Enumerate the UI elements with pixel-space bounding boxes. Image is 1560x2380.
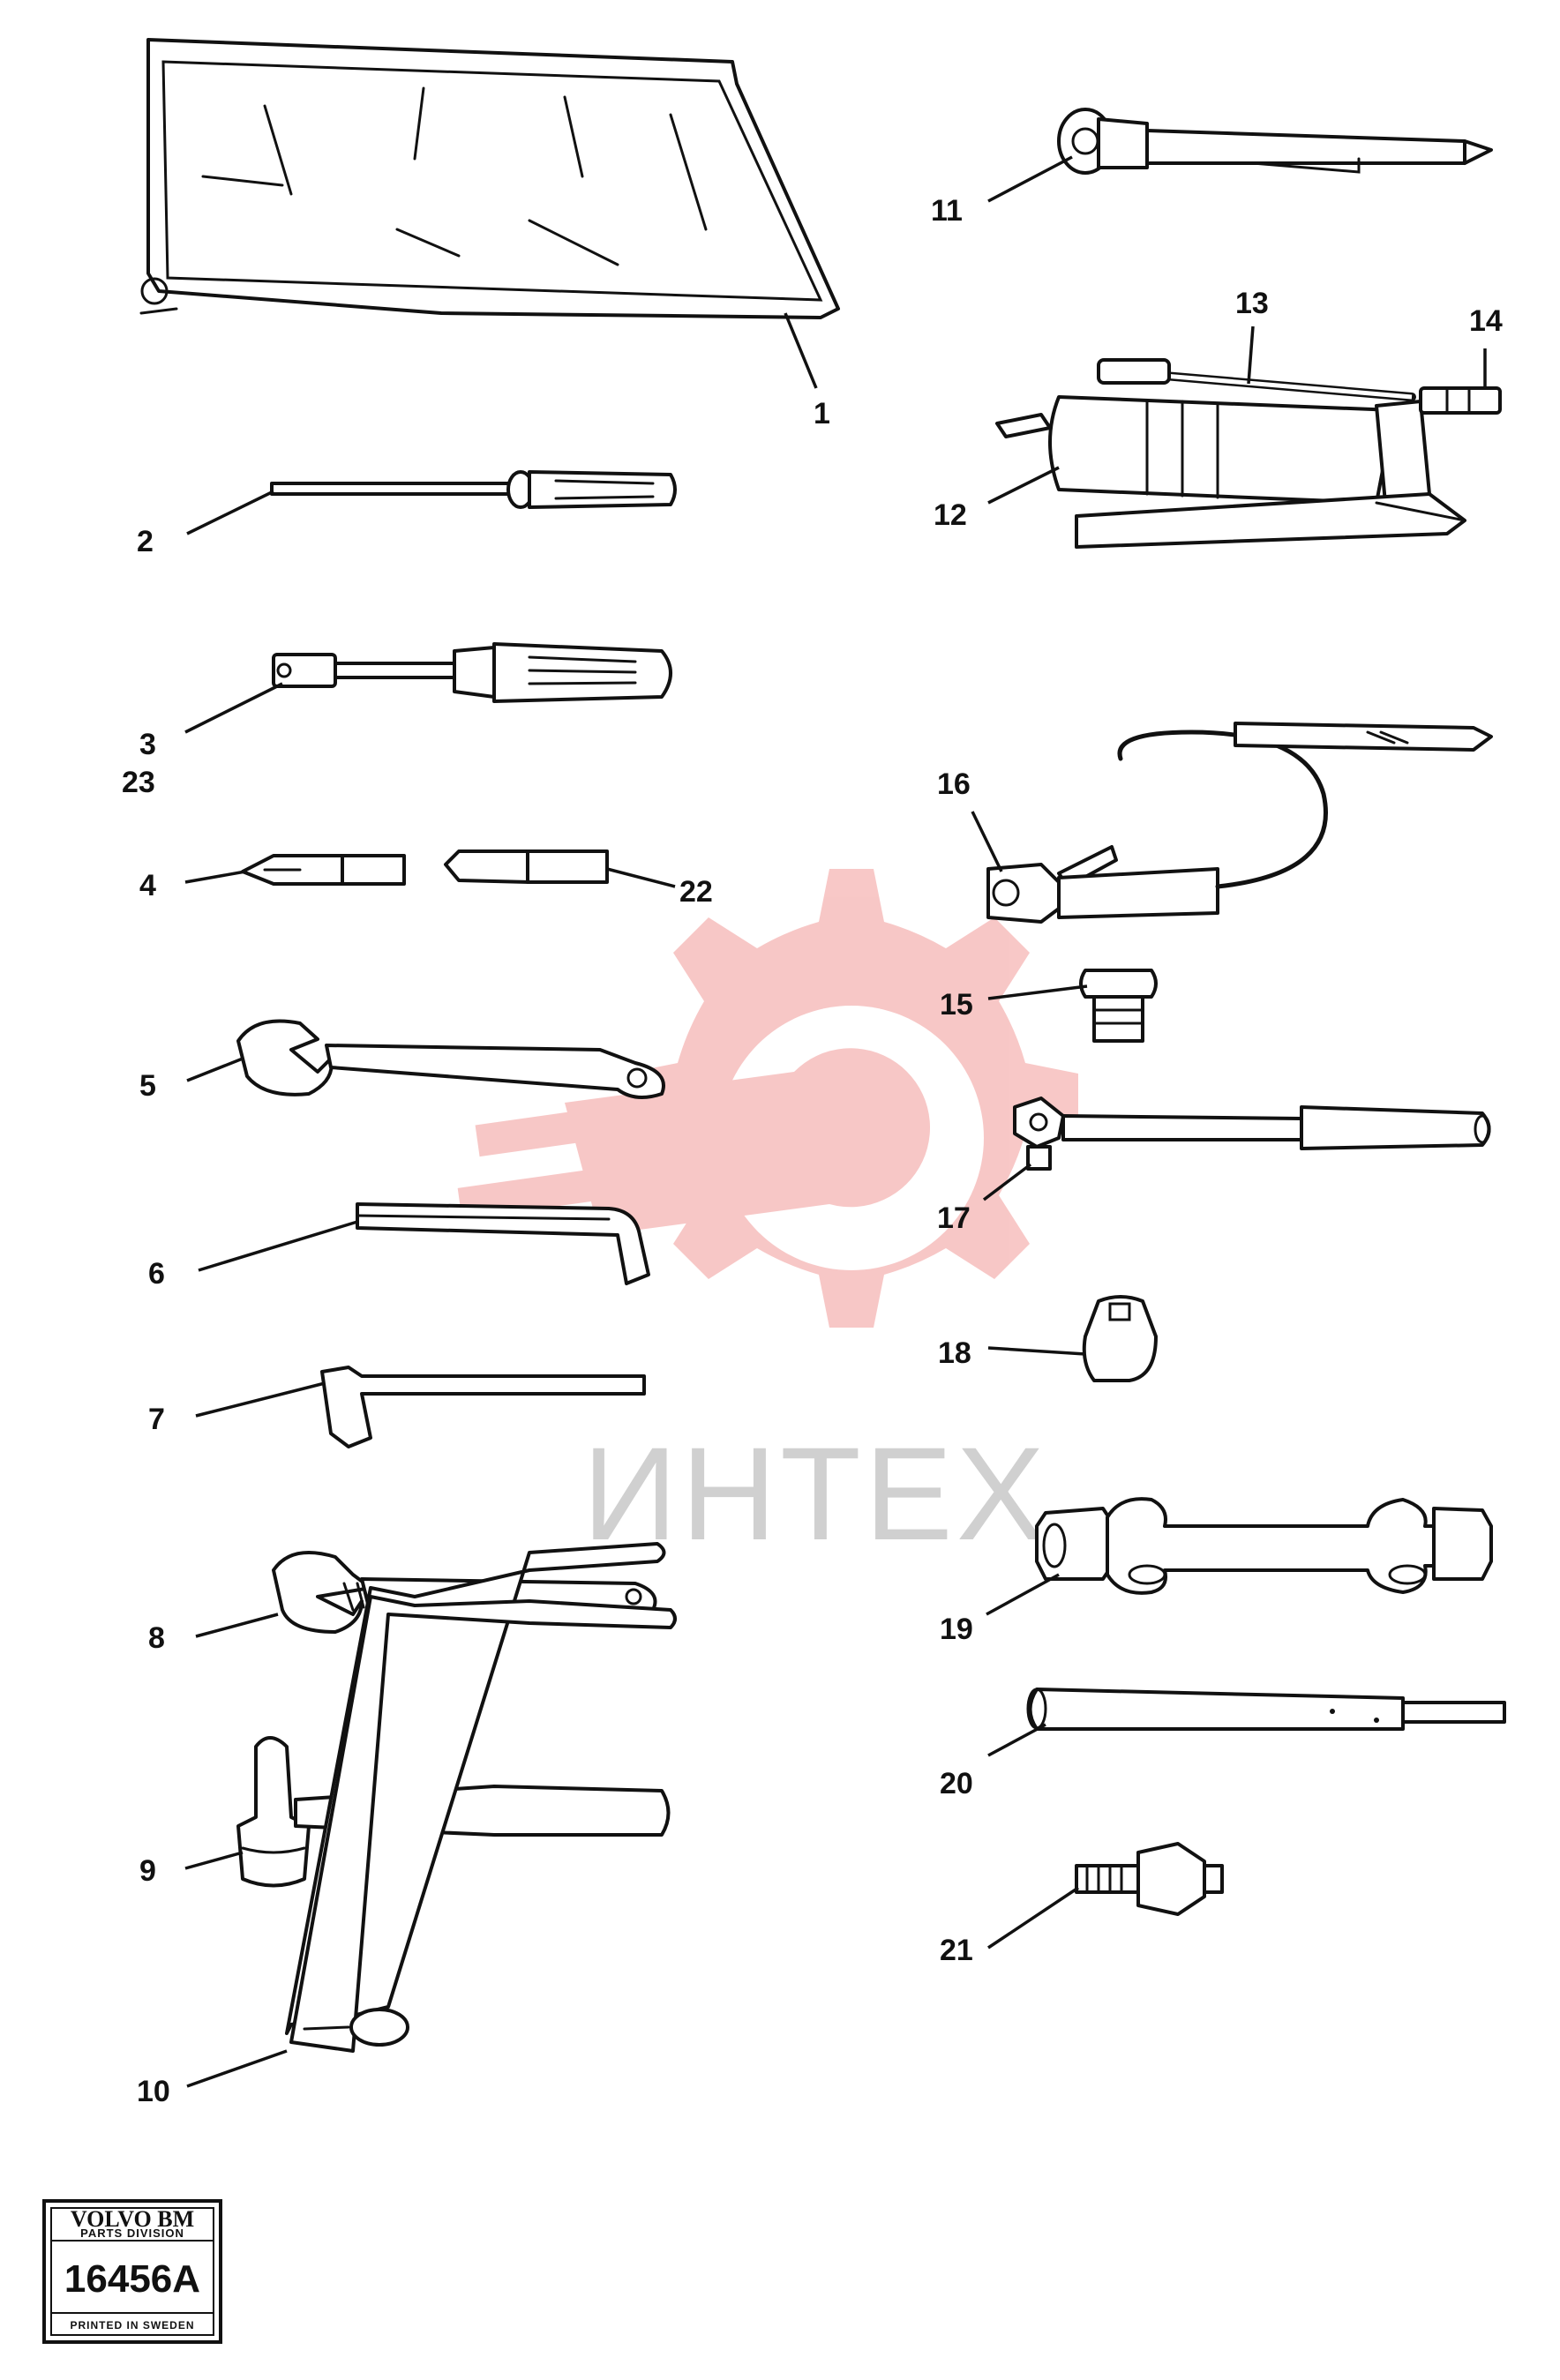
box-spanner-icon bbox=[1035, 1497, 1493, 1595]
callout-15: 15 bbox=[940, 988, 973, 1022]
callout-10: 10 bbox=[137, 2075, 170, 2108]
callout-3: 3 bbox=[139, 728, 156, 761]
callout-8: 8 bbox=[148, 1621, 165, 1655]
callout-17: 17 bbox=[937, 1201, 971, 1235]
leader-22 bbox=[606, 867, 676, 888]
open-end-wrench-icon bbox=[236, 1019, 665, 1099]
leader-17 bbox=[982, 1163, 1032, 1201]
callout-12: 12 bbox=[934, 498, 967, 532]
watermark-gear bbox=[625, 869, 1078, 1328]
leader-8 bbox=[195, 1613, 279, 1638]
leader-1 bbox=[784, 312, 818, 389]
grease-gun-icon bbox=[995, 395, 1466, 549]
watermark-gear-hole bbox=[719, 1006, 984, 1270]
leader-10 bbox=[186, 2049, 288, 2088]
phillips-bit-icon bbox=[241, 854, 406, 886]
callout-19: 19 bbox=[940, 1613, 973, 1646]
plug-icon bbox=[1079, 969, 1158, 1043]
adapter-bolt-icon bbox=[1075, 1842, 1224, 1916]
leader-5 bbox=[186, 1057, 244, 1082]
hex-key-large-icon bbox=[356, 1202, 650, 1285]
watermark-text: ИНТЕХ bbox=[582, 1419, 1048, 1568]
callout-6: 6 bbox=[148, 1257, 165, 1291]
callout-2: 2 bbox=[137, 525, 154, 558]
hex-key-small-icon bbox=[320, 1366, 646, 1448]
socket-icon bbox=[1082, 1295, 1158, 1382]
socket-bar-icon bbox=[1013, 1096, 1491, 1171]
leader-4 bbox=[184, 870, 246, 884]
leader-21 bbox=[987, 1886, 1079, 1950]
callout-22: 22 bbox=[679, 875, 713, 909]
pliers-icon bbox=[285, 1542, 677, 2053]
watermark-logo-icon bbox=[457, 869, 1078, 1328]
leader-9 bbox=[184, 1851, 244, 1870]
leader-3 bbox=[184, 682, 283, 734]
leader-15 bbox=[987, 984, 1088, 1000]
callout-16: 16 bbox=[937, 767, 971, 801]
leader-7 bbox=[195, 1381, 326, 1418]
catalog-number: 16456A bbox=[64, 2257, 200, 2301]
watermark-stripe-1 bbox=[475, 1097, 672, 1157]
leader-13 bbox=[1247, 326, 1255, 385]
grease-hose-icon bbox=[1097, 358, 1416, 401]
leader-19 bbox=[986, 1573, 1060, 1616]
callout-7: 7 bbox=[148, 1403, 165, 1436]
callout-23: 23 bbox=[122, 766, 155, 799]
callout-18: 18 bbox=[938, 1336, 971, 1370]
leader-2 bbox=[186, 490, 274, 535]
catalog-division: PARTS DIVISION bbox=[80, 2227, 184, 2240]
tommy-bar-icon bbox=[1026, 1688, 1506, 1731]
callout-14: 14 bbox=[1469, 304, 1503, 338]
callout-11: 11 bbox=[931, 194, 963, 228]
leader-11 bbox=[987, 155, 1073, 203]
tool-bag-icon bbox=[139, 38, 840, 319]
screwdriver-icon bbox=[270, 470, 677, 509]
tire-gauge-icon bbox=[1057, 108, 1493, 175]
leader-20 bbox=[987, 1723, 1046, 1757]
callout-9: 9 bbox=[139, 1854, 156, 1888]
callout-1: 1 bbox=[814, 397, 830, 430]
leader-12 bbox=[987, 466, 1060, 505]
watermark-stripe-2 bbox=[457, 1158, 672, 1220]
air-chuck-hose-icon bbox=[986, 722, 1493, 924]
callout-4: 4 bbox=[139, 869, 156, 902]
callout-21: 21 bbox=[940, 1934, 973, 1967]
callout-5: 5 bbox=[139, 1069, 156, 1103]
catalog-box: VOLVO BM PARTS DIVISION 16456A PRINTED I… bbox=[42, 2199, 222, 2344]
catalog-footer: PRINTED IN SWEDEN bbox=[70, 2319, 194, 2331]
leader-18 bbox=[987, 1346, 1086, 1356]
nut-driver-icon bbox=[272, 642, 672, 703]
callout-13: 13 bbox=[1235, 287, 1269, 320]
callout-20: 20 bbox=[940, 1767, 973, 1800]
leader-6 bbox=[198, 1220, 358, 1272]
nozzle-icon bbox=[1419, 386, 1502, 415]
leader-16 bbox=[971, 811, 1003, 872]
flat-bit-icon bbox=[444, 849, 609, 884]
catalog-brand: VOLVO BM bbox=[71, 2206, 194, 2232]
